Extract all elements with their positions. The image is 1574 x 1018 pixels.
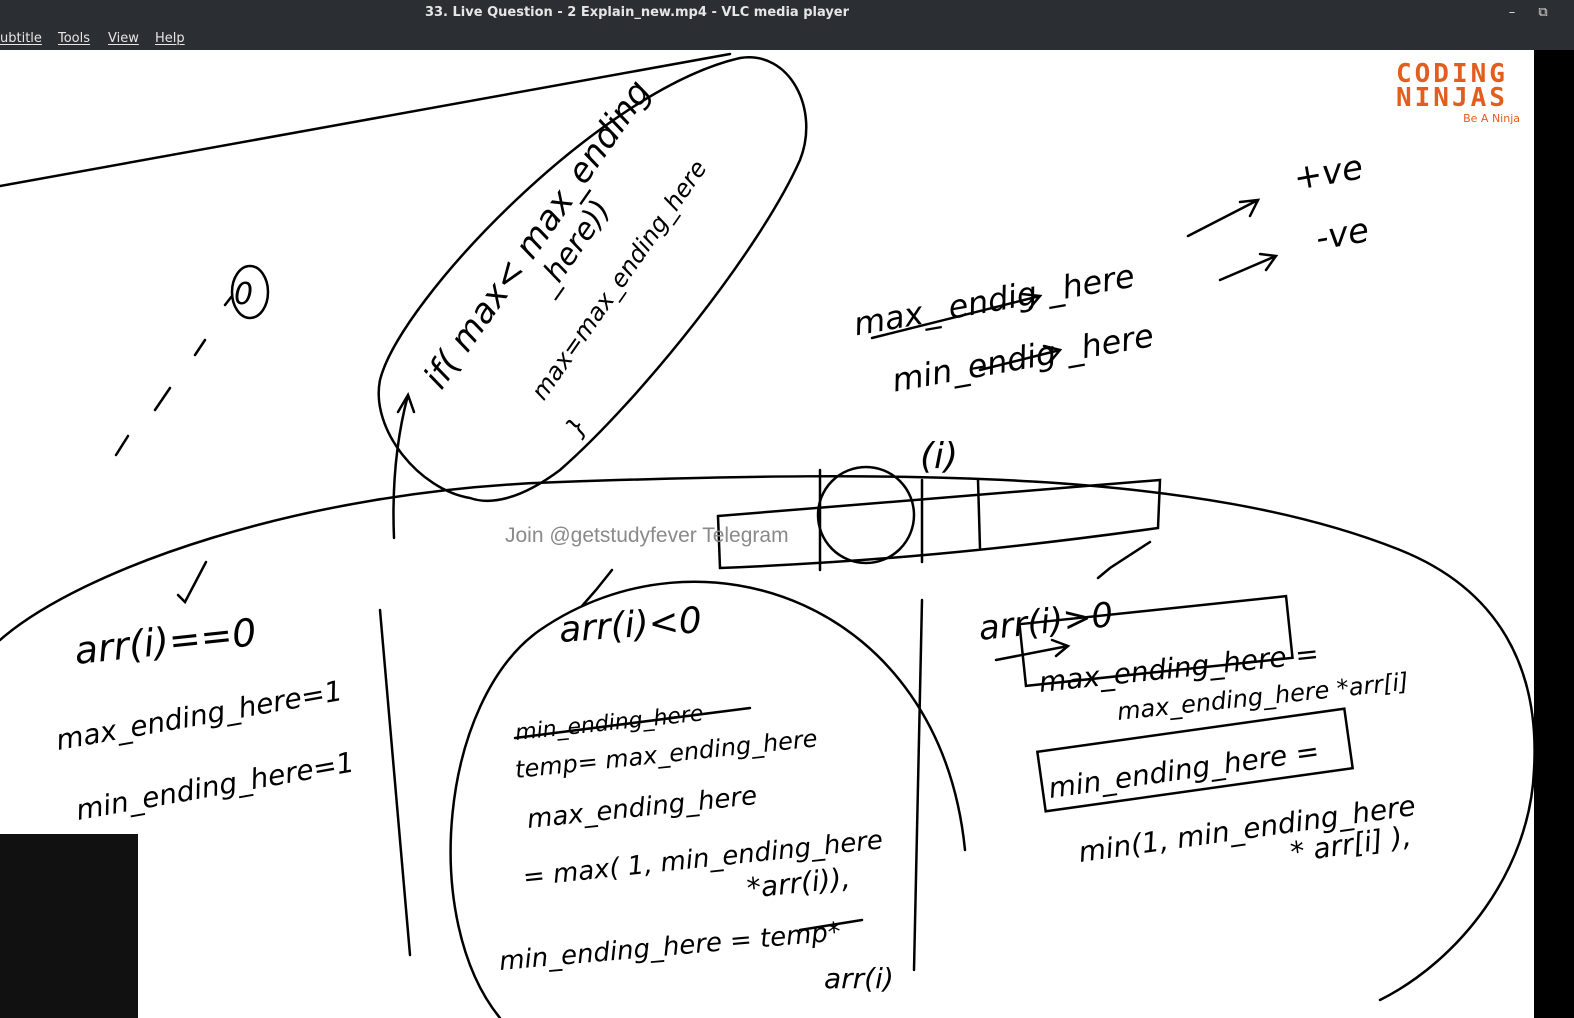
coding-ninjas-logo: CODING NINJAS Be A Ninja xyxy=(1392,59,1522,125)
menu-subtitle[interactable]: ubtitle xyxy=(0,31,42,46)
restore-button[interactable]: ⧉ xyxy=(1538,5,1548,20)
case-negative-line-6: arr(i) xyxy=(824,962,894,995)
underline-arrow-1 xyxy=(870,292,1043,340)
title-bar: 33. Live Question - 2 Explain_new.mp4 - … xyxy=(0,0,1574,28)
webcam-overlay xyxy=(0,834,138,1018)
case-negative-line-2: max_ending_here xyxy=(526,781,759,835)
lower-ellipse xyxy=(0,474,1534,1002)
note-line-4: } xyxy=(560,412,594,443)
menu-view[interactable]: View xyxy=(108,31,139,46)
telegram-watermark: Join @getstudyfever Telegram xyxy=(505,524,789,547)
arrow-plus xyxy=(1186,198,1261,238)
top-diagonal-line xyxy=(0,52,732,188)
whiteboard-drawing: if( max< max_ending _here)) max=max_endi… xyxy=(0,52,1534,1018)
array-cell-circle xyxy=(816,465,916,565)
video-letterbox xyxy=(1534,50,1574,1018)
array-box-divider-3 xyxy=(976,478,982,550)
window-title: 33. Live Question - 2 Explain_new.mp4 - … xyxy=(424,5,850,20)
zero-circle xyxy=(230,264,270,320)
plus-sign-label: +ve xyxy=(1291,147,1366,198)
array-box xyxy=(716,478,1162,570)
tick-negative xyxy=(580,568,614,608)
arrow-positive-case xyxy=(994,638,1071,662)
middle-arc xyxy=(449,580,967,1018)
minimize-button[interactable]: – xyxy=(1508,5,1516,20)
case-negative-line-5: min_ending_here = temp* xyxy=(498,917,842,977)
minus-sign-label: -ve xyxy=(1313,210,1372,259)
logo-line-2: NINJAS xyxy=(1396,83,1508,113)
menu-help[interactable]: Help xyxy=(155,31,185,46)
video-frame[interactable]: if( max< max_ending _here)) max=max_endi… xyxy=(0,50,1534,1018)
arrow-minus xyxy=(1218,252,1279,282)
top-note-loop xyxy=(377,56,808,503)
case-negative-condition: arr(i)<0 xyxy=(558,600,703,651)
tick-zero xyxy=(176,560,208,605)
index-label: (i) xyxy=(920,436,958,477)
divider-right xyxy=(912,598,924,972)
tick-positive xyxy=(1096,540,1152,580)
logo-line-1: CODING xyxy=(1396,59,1508,89)
menu-tools[interactable]: Tools xyxy=(58,31,91,46)
underline-arrow-2 xyxy=(978,344,1063,372)
logo-tagline: Be A Ninja xyxy=(1463,112,1520,125)
zero-marker: 0 xyxy=(234,277,253,312)
menu-bar: ubtitle Tools View Help xyxy=(0,28,1574,50)
arrow-to-note xyxy=(392,392,416,540)
case-zero-condition: arr(i)==0 xyxy=(72,610,258,673)
case-zero-line-2: min_ending_here=1 xyxy=(73,745,356,826)
dashed-trail xyxy=(114,294,234,457)
strike-temp xyxy=(798,918,864,932)
note-line-1: if( max< max_ending xyxy=(416,73,659,396)
box-max-ending xyxy=(1018,594,1294,688)
divider-left xyxy=(378,608,412,957)
box-min-ending xyxy=(1035,707,1355,813)
case-positive-condition: arr(i)>0 xyxy=(977,595,1115,649)
case-zero-line-1: max_ending_here=1 xyxy=(53,674,344,757)
strike-min xyxy=(513,706,752,740)
